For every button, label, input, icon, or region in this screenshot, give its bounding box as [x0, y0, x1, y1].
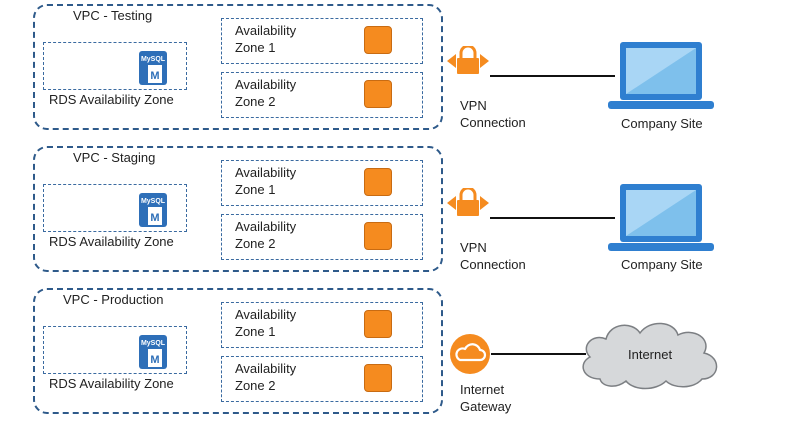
svg-text:M: M	[150, 354, 159, 366]
internet-gateway-icon	[450, 334, 490, 374]
vpc-staging: VPC - Staging MySQL M RDS Availability Z…	[33, 146, 443, 272]
database-icon: MySQL M	[139, 335, 167, 369]
vpn-link	[490, 75, 615, 77]
laptop-icon	[608, 184, 714, 251]
internet-label: Internet	[628, 347, 673, 362]
vpn-connection-label: VPN Connection	[460, 98, 526, 130]
rds-availability-zone: MySQL M	[43, 184, 187, 232]
rds-label: RDS Availability Zone	[49, 376, 174, 391]
rds-label: RDS Availability Zone	[49, 234, 174, 249]
cloud-icon	[582, 322, 718, 390]
rds-availability-zone: MySQL M	[43, 326, 187, 374]
zone-label: Availability Zone 2	[235, 361, 297, 393]
vpc-title: VPC - Production	[63, 292, 164, 307]
svg-text:MySQL: MySQL	[141, 56, 166, 63]
zone-label: Availability Zone 2	[235, 219, 297, 251]
svg-text:M: M	[150, 70, 159, 82]
vpc-title: VPC - Staging	[73, 150, 156, 165]
vpc-testing: VPC - Testing MySQL M RDS Availability Z…	[33, 4, 443, 130]
zone-label: Availability Zone 1	[235, 23, 297, 55]
instance-icon	[364, 168, 392, 196]
zone-label: Availability Zone 1	[235, 165, 297, 197]
instance-icon	[364, 364, 392, 392]
availability-zone-2: Availability Zone 2	[221, 214, 423, 260]
company-site-label: Company Site	[621, 116, 703, 131]
zone-label: Availability Zone 2	[235, 77, 297, 109]
instance-icon	[364, 80, 392, 108]
rds-label: RDS Availability Zone	[49, 92, 174, 107]
instance-icon	[364, 26, 392, 54]
zone-label: Availability Zone 1	[235, 307, 297, 339]
availability-zone-2: Availability Zone 2	[221, 72, 423, 118]
vpn-lock-icon	[447, 46, 489, 74]
svg-text:MySQL: MySQL	[141, 340, 166, 347]
vpn-lock-icon	[447, 188, 489, 216]
availability-zone-1: Availability Zone 1	[221, 18, 423, 64]
svg-text:M: M	[150, 212, 159, 224]
company-site-label: Company Site	[621, 257, 703, 272]
availability-zone-2: Availability Zone 2	[221, 356, 423, 402]
vpc-production: VPC - Production MySQL M RDS Availabilit…	[33, 288, 443, 414]
gateway-link	[491, 353, 586, 355]
database-icon: MySQL M	[139, 193, 167, 227]
laptop-icon	[608, 42, 714, 109]
instance-icon	[364, 310, 392, 338]
svg-text:MySQL: MySQL	[141, 198, 166, 205]
vpc-title: VPC - Testing	[73, 8, 153, 23]
instance-icon	[364, 222, 392, 250]
availability-zone-1: Availability Zone 1	[221, 302, 423, 348]
internet-gateway-label: Internet Gateway	[460, 382, 512, 414]
vpn-link	[490, 217, 615, 219]
database-icon: MySQL M	[139, 51, 167, 85]
rds-availability-zone: MySQL M	[43, 42, 187, 90]
availability-zone-1: Availability Zone 1	[221, 160, 423, 206]
vpn-connection-label: VPN Connection	[460, 240, 526, 272]
